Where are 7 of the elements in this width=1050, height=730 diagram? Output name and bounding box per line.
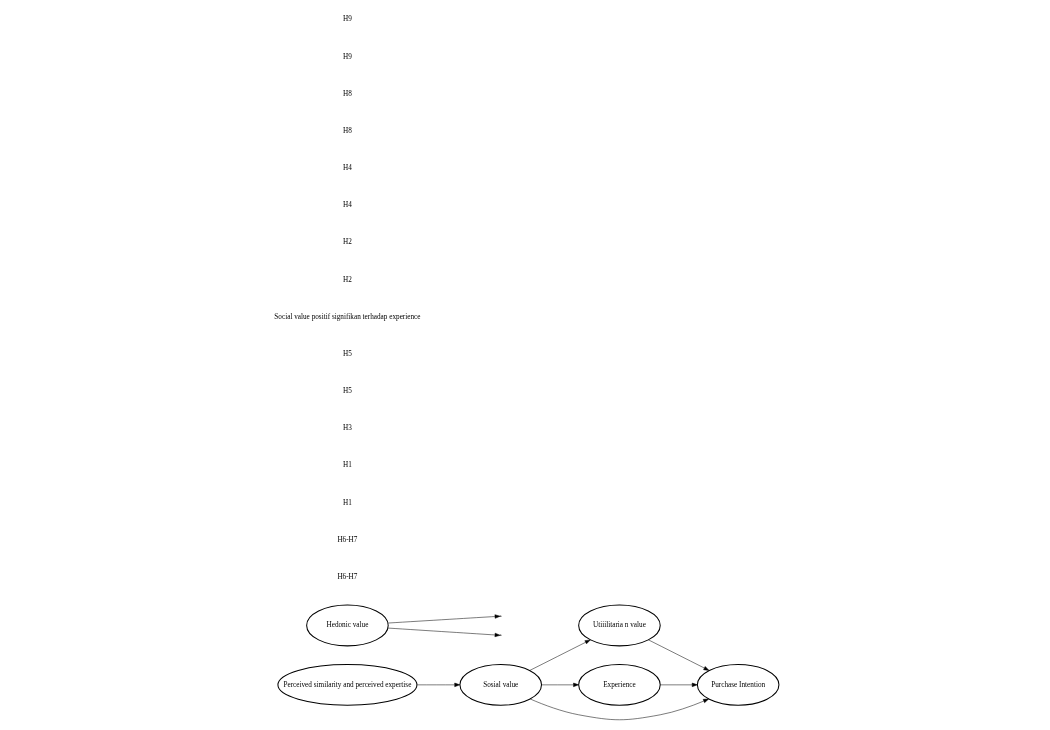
arrow xyxy=(540,682,579,687)
arrow xyxy=(528,639,591,671)
arrow xyxy=(647,639,709,671)
arrow xyxy=(387,614,500,624)
arrow xyxy=(659,682,698,687)
arrow xyxy=(529,698,709,721)
arrow xyxy=(416,682,460,687)
